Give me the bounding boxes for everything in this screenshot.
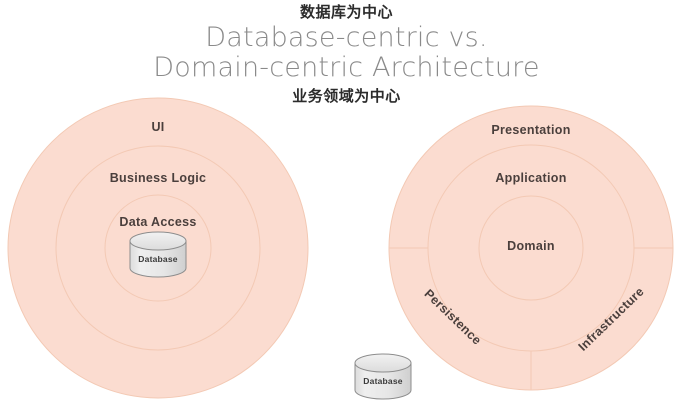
bottom-database-cylinder[interactable]: Database <box>354 353 412 400</box>
right-ring-label-application: Application <box>495 171 566 185</box>
cylinder-top <box>129 231 187 251</box>
left-database-cylinder[interactable]: Database <box>129 231 187 278</box>
cylinder-body <box>129 240 187 278</box>
cylinder-label: Database <box>138 254 177 264</box>
left-ring-label-data-access: Data Access <box>119 215 196 229</box>
right-ring-label-domain: Domain <box>507 239 555 253</box>
right-architecture-circles: Presentation Application Domain Persiste… <box>388 105 674 391</box>
right-ring-label-presentation: Presentation <box>491 123 570 137</box>
left-ring-label-business-logic: Business Logic <box>110 171 207 185</box>
cylinder-label: Database <box>363 376 402 386</box>
cylinder-top <box>354 353 412 373</box>
cylinder-body <box>354 362 412 400</box>
left-ring-label-ui: UI <box>151 120 164 134</box>
right-ring-domain[interactable] <box>478 195 584 301</box>
